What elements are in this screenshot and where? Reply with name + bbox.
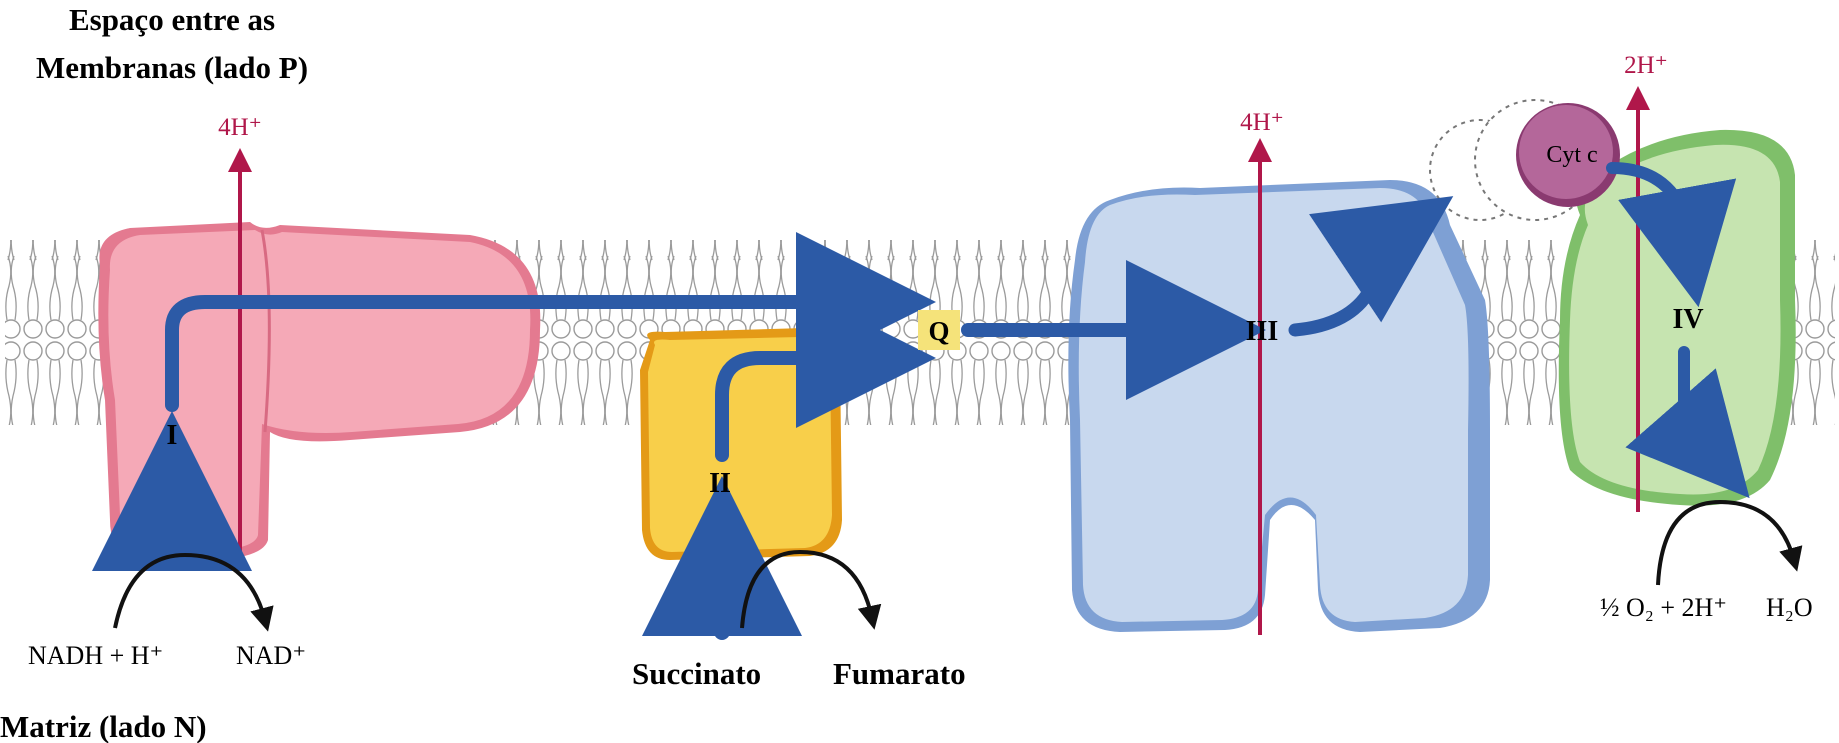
reaction-curves — [115, 502, 1794, 628]
oxygen-label: ½ O₂ + 2H⁺ — [1600, 593, 1727, 622]
matrix-label: Matriz (lado N) — [0, 709, 207, 743]
fumarate-label: Fumarato — [833, 656, 966, 691]
complex-IV-label: IV — [1672, 304, 1703, 335]
proton-label-complex-I: 4H⁺ — [218, 114, 262, 141]
ubiquinone-label: Q — [928, 316, 949, 346]
proton-label-complex-III: 4H⁺ — [1240, 109, 1284, 136]
proton-label-complex-IV: 2H⁺ — [1624, 52, 1668, 79]
water-label: H₂O — [1766, 593, 1813, 622]
complex-III-label: III — [1246, 316, 1279, 347]
oxygen-reaction-curve — [1658, 502, 1794, 585]
complex-I-label: I — [167, 420, 178, 451]
complex-II-label: II — [709, 468, 731, 499]
nad-label: NAD⁺ — [236, 641, 306, 670]
nadh-reaction-curve — [115, 555, 265, 628]
nadh-label: NADH + H⁺ — [28, 641, 163, 670]
intermembrane-space-label-line1: Espaço entre as — [69, 2, 275, 37]
succinate-reaction-curve — [742, 552, 872, 628]
succinate-label: Succinato — [632, 656, 761, 691]
intermembrane-space-label-line2: Membranas (lado P) — [36, 50, 308, 85]
cytc-label: Cyt c — [1546, 142, 1597, 168]
complex-III-shape — [1068, 180, 1490, 632]
